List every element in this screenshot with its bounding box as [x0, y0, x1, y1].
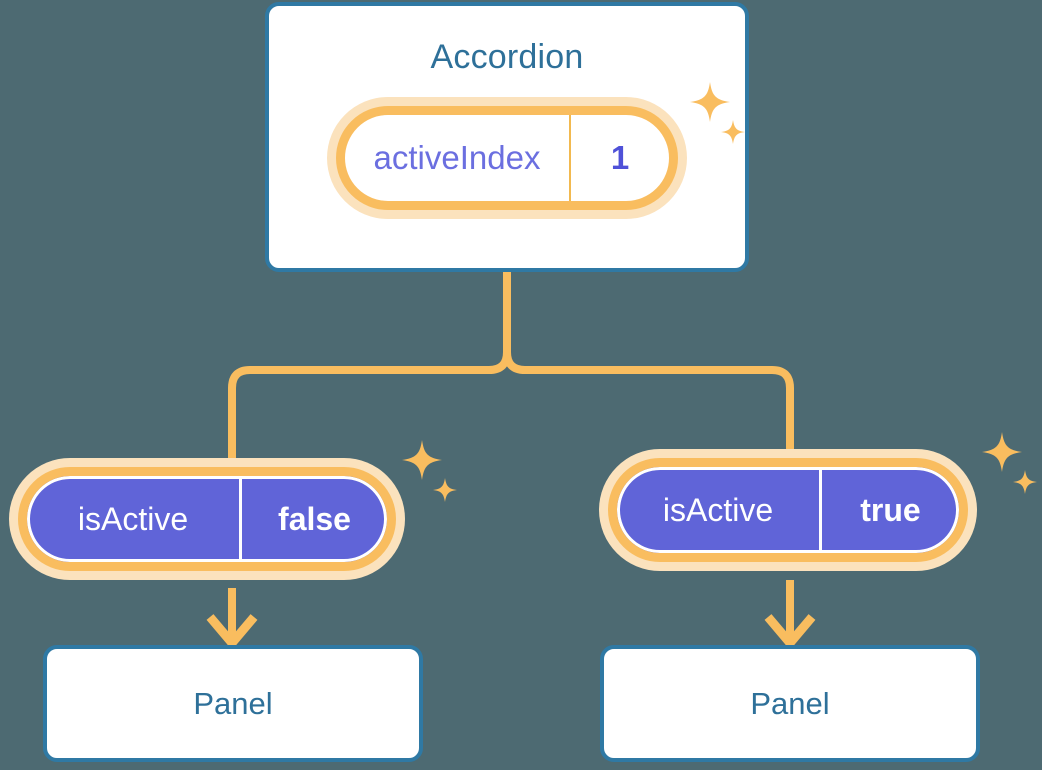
prop-value-label: false — [239, 476, 387, 562]
page-title: Accordion — [430, 38, 584, 76]
sparkle-large-icon — [402, 440, 442, 480]
sparkles-icon-left — [398, 440, 460, 515]
prop-value-label: true — [819, 467, 959, 553]
accordion-component-card[interactable]: Accordion activeIndex 1 — [265, 2, 749, 272]
connector-to-left-pill — [228, 268, 511, 474]
panel-component-card-left[interactable]: Panel — [43, 645, 423, 762]
sparkles-icon — [982, 432, 1037, 494]
sparkles-icon-right — [978, 432, 1040, 507]
prop-pill[interactable]: isActive false — [18, 467, 396, 571]
connector-to-right-pill — [503, 268, 794, 466]
prop-pill-isactive-true[interactable]: isActive true — [608, 458, 968, 562]
sparkle-large-icon — [982, 432, 1022, 472]
panel-title: Panel — [193, 685, 273, 721]
sparkles-icon — [402, 440, 457, 502]
state-value-label: 1 — [610, 139, 630, 176]
prop-key-label: isActive — [662, 491, 774, 528]
panel-component-card-right[interactable]: Panel — [600, 645, 980, 762]
panel-title: Panel — [750, 685, 830, 721]
sparkle-small-icon — [433, 478, 457, 502]
prop-pill[interactable]: isActive true — [608, 458, 968, 562]
sparkle-small-icon — [1013, 470, 1037, 494]
prop-key-label: isActive — [77, 500, 189, 537]
state-key-label: activeIndex — [345, 115, 571, 201]
state-pill-activeindex[interactable]: activeIndex 1 — [269, 106, 745, 210]
arrow-down-icon-left — [206, 588, 258, 650]
arrow-down-icon-right — [764, 580, 816, 650]
prop-pill-isactive-false[interactable]: isActive false — [18, 467, 396, 571]
state-pill[interactable]: activeIndex 1 — [336, 106, 678, 210]
